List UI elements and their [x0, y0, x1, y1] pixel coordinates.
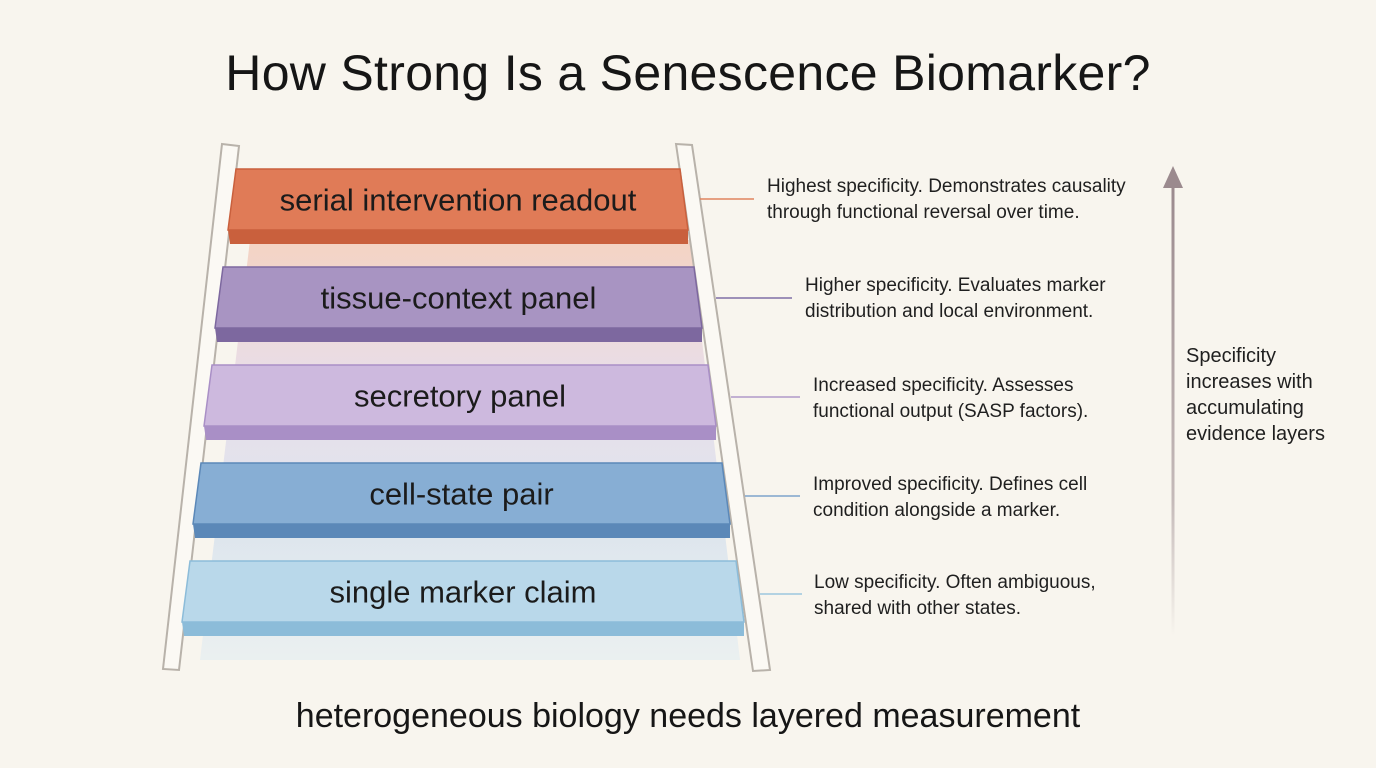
step-description-1: Highest specificity. Demonstrates causal…: [767, 174, 1126, 226]
description-line: Higher specificity. Evaluates marker: [805, 275, 1106, 296]
step-description-5: Low specificity. Often ambiguous, shared …: [814, 570, 1096, 622]
ladder-step-4: cell-state pair: [192, 462, 731, 538]
ladder-step-3: secretory panel: [203, 364, 717, 440]
ladder-right-rail: [674, 142, 772, 673]
step-description-2: Higher specificity. Evaluates marker dist…: [805, 273, 1106, 325]
description-line: through functional reversal over time.: [767, 202, 1080, 223]
page-subtitle: heterogeneous biology needs layered meas…: [295, 697, 1081, 735]
step-label: secretory panel: [354, 379, 566, 414]
specificity-arrow-head: [1163, 166, 1183, 188]
ladder-step-5: single marker claim: [181, 560, 745, 636]
step-edge: [215, 328, 702, 342]
ladder-left-rail: [161, 142, 241, 672]
step-edge: [193, 524, 730, 538]
step-edge: [228, 230, 688, 244]
step-edge: [182, 622, 744, 636]
step-label: cell-state pair: [369, 477, 553, 512]
step-label: tissue-context panel: [321, 281, 597, 316]
description-line: Improved specificity. Defines cell: [813, 474, 1088, 495]
step-connectors: [700, 198, 802, 595]
description-line: Highest specificity. Demonstrates causal…: [767, 176, 1126, 197]
description-line: condition alongside a marker.: [813, 500, 1061, 521]
ladder-step-2: tissue-context panel: [214, 266, 703, 342]
ladder-glow: [200, 240, 740, 660]
specificity-note: Specificity increases with accumulating …: [1186, 345, 1325, 445]
description-line: Increased specificity. Assesses: [813, 375, 1074, 396]
step-label: single marker claim: [329, 575, 596, 610]
step-description-3: Increased specificity. Assesses functiona…: [813, 373, 1088, 425]
description-line: shared with other states.: [814, 598, 1021, 619]
page-title: How Strong Is a Senescence Biomarker?: [225, 45, 1151, 101]
description-line: Low specificity. Often ambiguous,: [814, 572, 1096, 593]
step-description-4: Improved specificity. Defines cell condit…: [813, 472, 1087, 524]
specificity-arrow-shaft: [1171, 184, 1175, 636]
ladder-step-1: serial intervention readout: [227, 168, 689, 244]
step-edge: [204, 426, 716, 440]
description-line: functional output (SASP factors).: [813, 401, 1089, 422]
ladder-steps: serial intervention readout tissue-contex…: [181, 168, 745, 636]
step-label: serial intervention readout: [280, 183, 637, 218]
description-line: distribution and local environment.: [805, 301, 1094, 322]
